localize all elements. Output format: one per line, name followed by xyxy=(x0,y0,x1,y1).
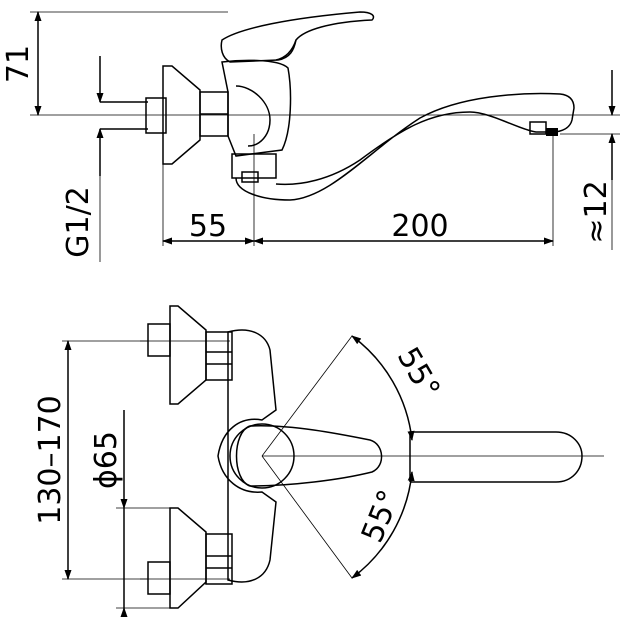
spout xyxy=(235,92,575,201)
angle-lower-arc xyxy=(351,471,415,579)
aerator xyxy=(546,128,558,136)
dim-71-label: 71 xyxy=(1,45,36,83)
lower-nut xyxy=(205,533,233,585)
upper-nut xyxy=(205,331,233,381)
angle-lower-label: 55° xyxy=(355,485,407,547)
lever-handle xyxy=(220,11,375,63)
body-contour xyxy=(235,85,271,147)
mixer-body xyxy=(221,59,292,157)
side-view: 71 G1/2 55 200 ≈12 xyxy=(1,10,620,262)
lower-flange xyxy=(169,507,207,609)
dim-thread-label: G1/2 xyxy=(61,186,96,258)
inlet-pipe xyxy=(100,101,148,130)
dim-200-label: 200 xyxy=(391,209,448,244)
top-spout xyxy=(410,431,583,483)
inlet-nut xyxy=(145,97,167,134)
dim-55-label: 55 xyxy=(189,209,227,244)
lower-inlet-pipe xyxy=(147,561,171,595)
upper-flange xyxy=(169,305,207,405)
top-body xyxy=(217,329,277,583)
top-view: 55° 55° 130–170 ϕ65 xyxy=(33,305,604,617)
angle-upper-label: 55° xyxy=(390,341,447,405)
top-lever-hub xyxy=(229,423,295,489)
upper-inlet-pipe xyxy=(147,323,171,357)
dim-diameter-label: ϕ65 xyxy=(89,431,124,489)
dim-spacing-label: 130–170 xyxy=(33,395,68,525)
angle-upper-arc xyxy=(351,335,415,441)
dim-12-label: ≈12 xyxy=(579,180,614,243)
